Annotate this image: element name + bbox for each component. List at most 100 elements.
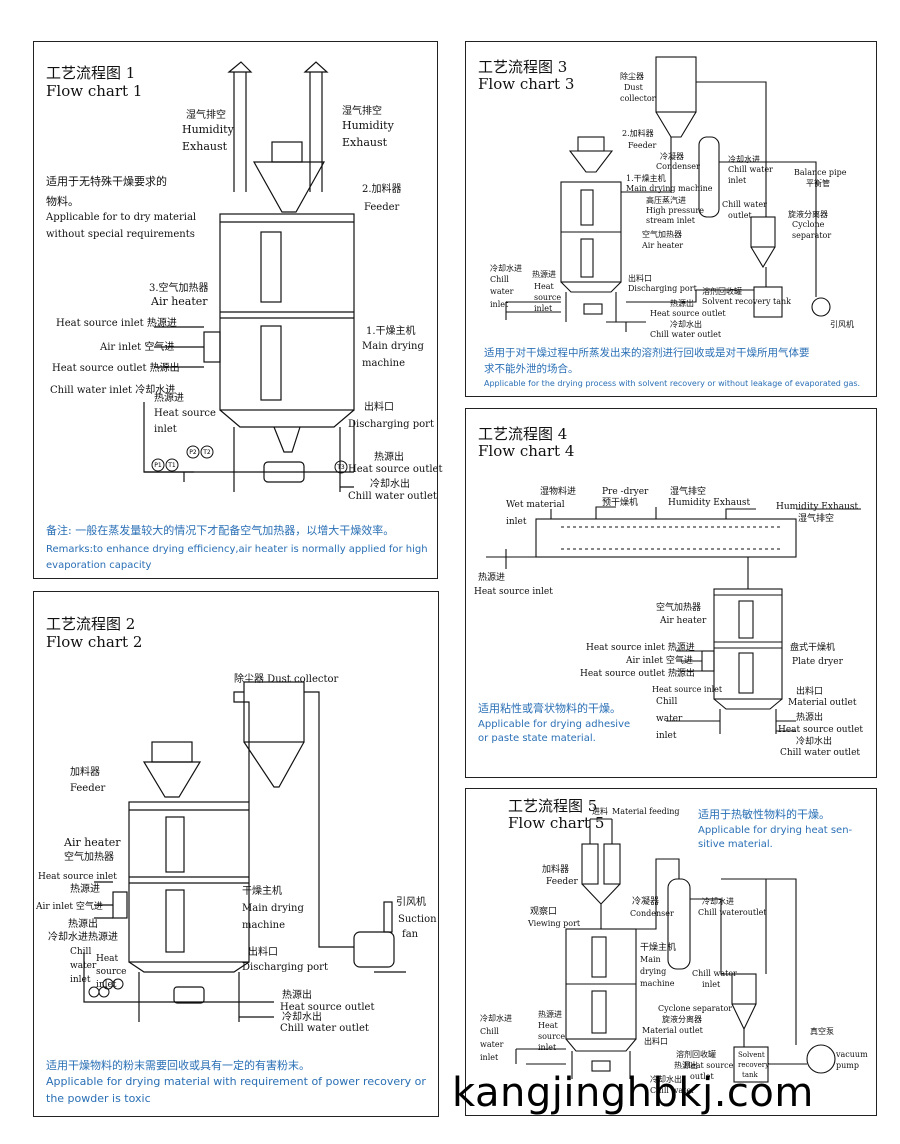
heat-out-cn: 热源出 <box>670 299 694 308</box>
discharge-en: Discharging port <box>242 962 328 973</box>
heat-source-inlet: Heat source inlet 热源进 <box>56 318 177 329</box>
gauge-p1: P1 <box>154 462 162 469</box>
flow-chart-1-drawing: P1 T1 P2 T2 T3 <box>143 61 355 492</box>
cw-en-1: Chill water <box>692 969 737 978</box>
flow-chart-3-drawing <box>505 56 831 332</box>
pre-cn: 预干燥机 <box>602 498 639 508</box>
humidity-en-left-2: Exhaust <box>182 140 228 153</box>
co-en: Chill water outlet <box>780 748 861 758</box>
chill-c: inlet <box>70 975 91 985</box>
feeder-cn: 2.加料器 <box>622 129 654 138</box>
left-chill-c: inlet <box>490 300 509 309</box>
condenser-cn: 冷凝器 <box>660 152 684 161</box>
feeder-cn: 2.加料器 <box>362 184 402 195</box>
feeder-en: Feeder <box>364 202 400 213</box>
co-cn: 冷却水出 <box>650 1075 682 1084</box>
cw-en-2: inlet <box>702 980 721 989</box>
solvent-en-3: tank <box>742 1071 758 1079</box>
left-chill-b: water <box>490 287 514 296</box>
chill2-en-1: Chill water <box>722 200 767 209</box>
dust-en-1: Dust <box>624 83 643 92</box>
chill2-en-2: outlet <box>728 211 752 220</box>
hp-cn: 高压蒸汽进 <box>646 196 686 205</box>
feeder-cn: 加料器 <box>70 767 100 778</box>
flow-chart-2-drawing <box>83 681 406 1022</box>
cyclone-en-2: separator <box>792 231 832 240</box>
dust-collector: 除尘器 Dust collector <box>234 674 339 685</box>
chill-in-en: Chill wateroutlet <box>698 908 767 917</box>
main-en-1: Main <box>640 955 661 964</box>
air-heater-en: Air heater <box>660 616 707 626</box>
left-chill-cn: 冷却水进 <box>480 1014 512 1023</box>
humidity-en-right-2: Exhaust <box>342 136 388 149</box>
chart5-title-en: Flow chart 5 <box>508 814 605 832</box>
view-cn: 观察口 <box>530 907 558 917</box>
hum2-cn: 湿气排空 <box>798 514 835 524</box>
pre-en: Pre -dryer <box>602 487 649 497</box>
flow-chart-4-panel: 工艺流程图 4 Flow chart 4 湿物料进 Wet material i… <box>465 408 877 778</box>
heat-out-cn-left: 热源出 <box>68 919 98 930</box>
air-heater-cn: 空气加热器 <box>656 603 702 613</box>
heat-en-2a: Heat <box>154 408 179 419</box>
air-en: Air heater <box>642 241 684 250</box>
chart1-title-en: Flow chart 1 <box>46 82 143 100</box>
solvent-cn: 溶剂回收罐 <box>702 287 742 296</box>
chill-b: water <box>70 961 97 971</box>
humidity-en-left-1: Humidity <box>182 123 234 136</box>
chart1-title-cn: 工艺流程图 1 <box>46 64 136 82</box>
balance-en: Balance pipe <box>794 168 847 177</box>
desc-en-1: Applicable for to dry material <box>46 212 197 223</box>
cyclone-cn: 旋液分离器 <box>662 1015 702 1024</box>
desc-en-2: without special requirements <box>46 229 195 240</box>
heat-b: source <box>538 1032 566 1041</box>
chill-en-2: inlet <box>728 176 747 185</box>
ho-en-1: Heat source <box>684 1061 734 1070</box>
heat-cn: 热源进 <box>538 1010 562 1019</box>
fan-en-2: fan <box>402 929 419 940</box>
solvent-en-1: Solvent <box>738 1051 765 1059</box>
plate-en: Plate dryer <box>792 657 843 667</box>
desc-en-2: or paste state material. <box>478 733 596 744</box>
heat-b: source <box>96 967 127 977</box>
solvent-cn: 溶剂回收罐 <box>676 1050 716 1059</box>
main-en-1: Main drying <box>242 903 304 914</box>
chart5-title-cn: 工艺流程图 5 <box>508 797 598 815</box>
chill-cn: 冷却水进 <box>48 932 88 943</box>
heat-cn-3: 热源进 <box>88 932 118 943</box>
ho-cn: 热源出 <box>796 713 824 723</box>
chill-cn: 冷却水进 <box>728 155 760 164</box>
co-en: Chill water <box>650 1086 695 1095</box>
chill-out-cn: 冷却水出 <box>670 320 702 329</box>
air-heater-en: Air heater <box>64 836 121 849</box>
flow-chart-2-panel: 工艺流程图 2 Flow chart 2 除尘器 Dust collector … <box>33 591 439 1117</box>
mat-cn: 出料口 <box>796 687 824 697</box>
chill-out-cn: 冷却水出 <box>282 1012 322 1023</box>
chill-out-en: Chill water outlet <box>348 491 437 502</box>
desc-cn-1: 适用于对干燥过程中所蒸发出来的溶剂进行回收或是对干燥所用气体要 <box>484 347 810 359</box>
mat-en: Material outlet <box>788 698 857 708</box>
cyclone-cn: 旋液分离器 <box>788 210 828 219</box>
chill-in-cn: 冷却水进 <box>702 897 734 906</box>
main-en-3: machine <box>640 979 675 988</box>
cyclone-en: Cyclone separator <box>658 1004 733 1013</box>
wet-en-2: inlet <box>506 517 527 527</box>
desc-cn-1: 适用于无特殊干燥要求的 <box>46 175 167 188</box>
heat-inlet-cn: 热源进 <box>70 884 100 895</box>
dust-en-2: collector <box>620 94 656 103</box>
heat-en: Heat source inlet <box>474 587 553 597</box>
co-cn: 冷却水出 <box>796 737 833 747</box>
chill-b: water <box>656 714 683 724</box>
desc-cn: 适用粘性或膏状物料的干燥。 <box>478 702 621 715</box>
chill-a: Chill <box>70 947 92 957</box>
site-watermark: kangjinghbkj.com <box>452 1070 814 1116</box>
main-cn: 1.干燥主机 <box>366 326 416 337</box>
desc-en-2: sitive material. <box>698 839 773 850</box>
heat-out-en: Heat source outlet <box>650 309 726 318</box>
condenser-en: Condenser <box>630 909 674 918</box>
chart2-title-en: Flow chart 2 <box>46 633 143 651</box>
chart3-title-cn: 工艺流程图 3 <box>478 58 568 76</box>
desc-cn: 适用于热敏性物料的干燥。 <box>698 808 830 821</box>
flow-chart-5-drawing <box>515 818 836 1083</box>
solvent-en: Solvent recovery tank <box>702 297 791 306</box>
hum-cn: 湿气排空 <box>670 487 707 497</box>
